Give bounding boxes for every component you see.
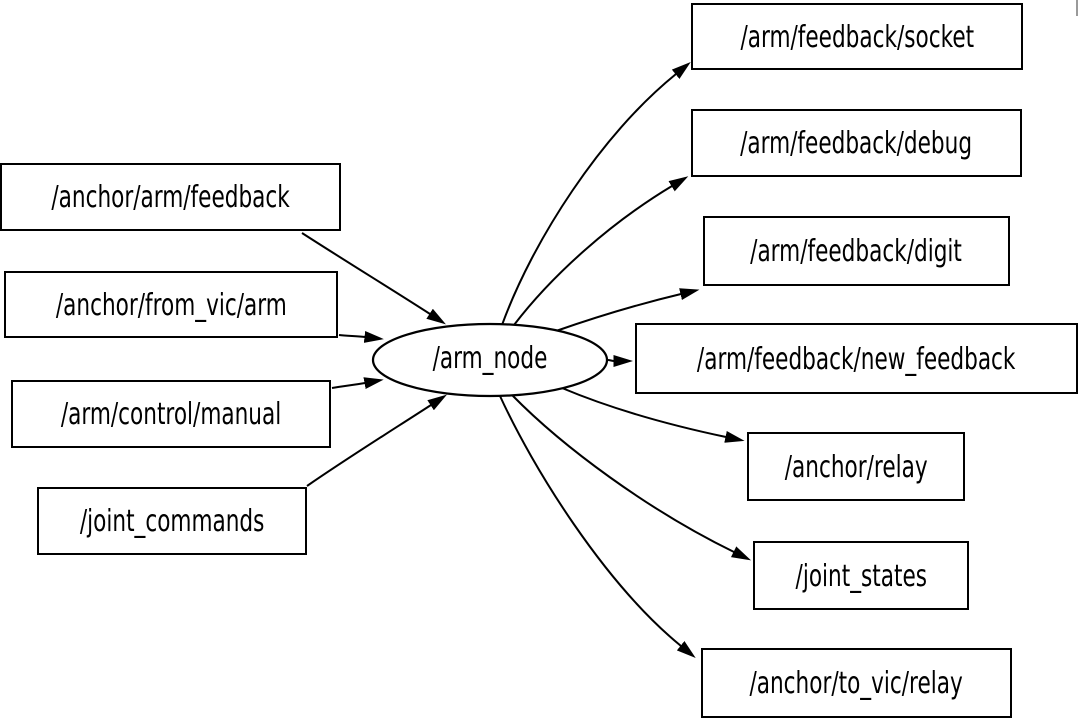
topic-label: /joint_commands xyxy=(79,504,265,539)
topic-label: /anchor/to_vic/relay xyxy=(749,666,964,701)
edge-arm-node-to-anchor-to-vic-relay xyxy=(499,395,696,659)
topic-label: /arm/feedback/socket xyxy=(740,19,974,55)
topic-box-joint-commands: /joint_commands xyxy=(37,487,307,555)
edge-anchor-from-vic-arm-to-arm-node xyxy=(338,330,384,343)
topic-box-anchor-from-vic-arm: /anchor/from_vic/arm xyxy=(4,271,338,338)
topic-label: /arm/feedback/debug xyxy=(740,126,973,161)
edge-arm-node-to-arm-feedback-new-feedback xyxy=(607,354,633,367)
topic-box-joint-states: /joint_states xyxy=(753,541,969,610)
topic-box-arm-feedback-debug: /arm/feedback/debug xyxy=(691,109,1022,177)
topic-box-anchor-relay: /anchor/relay xyxy=(747,432,965,501)
topic-label: /anchor/from_vic/arm xyxy=(55,287,287,323)
edge-arm-node-to-arm-feedback-digit xyxy=(555,288,700,332)
edge-arm-control-manual-to-arm-node xyxy=(331,377,384,389)
topic-box-arm-feedback-socket: /arm/feedback/socket xyxy=(691,3,1023,70)
edges-group xyxy=(301,62,752,659)
topic-box-arm-feedback-new-feedback: /arm/feedback/new_feedback xyxy=(635,323,1078,394)
topic-box-anchor-arm-feedback: /anchor/arm/feedback xyxy=(0,163,341,231)
edge-arm-node-to-anchor-relay xyxy=(561,387,745,443)
topic-label: /arm/feedback/new_feedback xyxy=(697,341,1016,377)
edge-joint-commands-to-arm-node xyxy=(306,394,447,487)
edge-arm-node-to-joint-states xyxy=(511,394,752,561)
edge-arm-node-to-arm-feedback-socket xyxy=(501,62,691,326)
node-label-arm-node: /arm_node xyxy=(432,340,548,376)
topic-box-arm-control-manual: /arm/control/manual xyxy=(11,380,331,448)
screen-edge-artifact xyxy=(1076,0,1078,16)
topic-box-anchor-to-vic-relay: /anchor/to_vic/relay xyxy=(701,648,1012,718)
edge-anchor-arm-feedback-to-arm-node xyxy=(301,232,446,325)
edge-arm-node-to-arm-feedback-debug xyxy=(513,176,689,326)
topic-label: /arm/feedback/digit xyxy=(750,234,963,269)
topic-label: /anchor/arm/feedback xyxy=(51,180,290,215)
topic-label: /arm/control/manual xyxy=(60,397,282,432)
topic-label: /joint_states xyxy=(795,558,927,594)
node-ellipse-arm-node xyxy=(371,322,609,398)
topic-label: /anchor/relay xyxy=(784,449,928,485)
topic-box-arm-feedback-digit: /arm/feedback/digit xyxy=(703,216,1010,286)
